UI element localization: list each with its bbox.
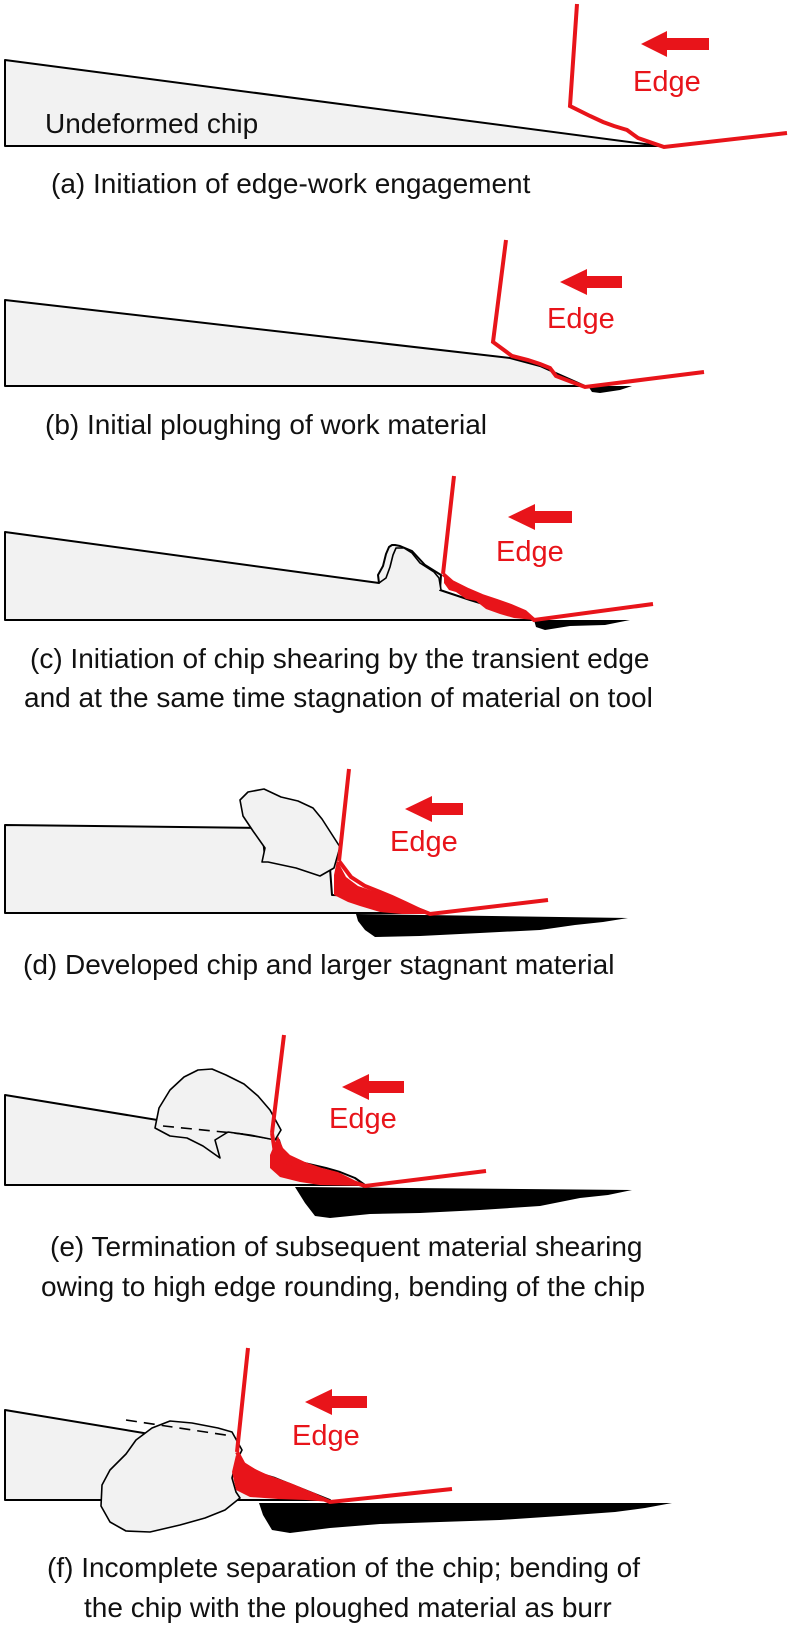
shear-line (162, 1125, 244, 1135)
burr (295, 1187, 632, 1218)
edge-label: Edge (633, 66, 701, 98)
caption-line: (e) Termination of subsequent material s… (50, 1231, 642, 1262)
left-arrow-head (560, 269, 587, 295)
direction-arrow (305, 1389, 367, 1415)
edge-label: Edge (329, 1103, 397, 1135)
direction-arrow (560, 269, 622, 295)
svg-text:(d) Developed chip and larger: (d) Developed chip and larger stagnant m… (23, 949, 614, 980)
caption-line: (a) Initiation of edge-work engagement (51, 168, 531, 199)
burr (588, 386, 632, 393)
caption-line: and at the same time stagnation of mater… (24, 682, 653, 713)
tool-edge (270, 1034, 487, 1189)
edge-label: Edge (496, 536, 564, 568)
left-arrow-head (305, 1389, 332, 1415)
left-arrow-icon (585, 276, 622, 288)
caption-line: the chip with the ploughed material as b… (84, 1592, 612, 1623)
direction-arrow (641, 31, 709, 57)
undeformed-chip-label: Undeformed chip (45, 108, 258, 139)
left-arrow-icon (367, 1081, 404, 1093)
caption-line: owing to high edge rounding, bending of … (41, 1271, 645, 1302)
caption-line: (f) Incomplete separation of the chip; b… (47, 1552, 640, 1583)
svg-text:(a) Initiation of edge-work en: (a) Initiation of edge-work engagement (51, 168, 531, 199)
workpiece (4, 59, 661, 147)
edge-label: Edge (390, 826, 458, 858)
edge-label: Edge (292, 1420, 360, 1452)
tool-edge (441, 475, 654, 623)
burr (259, 1503, 672, 1533)
left-arrow-icon (533, 511, 572, 523)
left-arrow-icon (330, 1396, 367, 1408)
left-arrow-head (641, 31, 667, 57)
panel-b: Edge (b) Initial ploughing of work mater… (4, 239, 705, 440)
panel-e: Edge (e) Termination of subsequent mater… (4, 1034, 650, 1302)
stagnant-material (270, 1136, 365, 1186)
tool-edge (567, 3, 788, 150)
stagnant-material (334, 860, 430, 914)
panel-d: Edge (d) Developed chip and larger stagn… (4, 768, 628, 980)
panel-c: Edge (c) Initiation of chip shearing by … (4, 475, 657, 713)
left-arrow-icon (430, 803, 463, 815)
svg-text:(e) Termination of subsequent: (e) Termination of subsequent material s… (41, 1231, 650, 1302)
left-arrow-head (508, 504, 535, 530)
panel-a: Undeformed chip Edge (a) Initiation of e… (4, 3, 788, 199)
workpiece (4, 531, 536, 621)
svg-text:(f) Incomplete separation of t: (f) Incomplete separation of the chip; b… (47, 1552, 648, 1623)
tool-edge (235, 1347, 453, 1505)
direction-arrow (405, 796, 463, 822)
caption-line: (c) Initiation of chip shearing by the t… (30, 643, 649, 674)
burr (356, 914, 628, 937)
chip (239, 788, 341, 877)
tool-edge (490, 239, 705, 390)
workpiece (4, 299, 586, 387)
edge-label: Edge (547, 303, 615, 335)
svg-text:(c) Initiation of chip shearin: (c) Initiation of chip shearing by the t… (24, 643, 657, 713)
chip (378, 547, 442, 591)
left-arrow-icon (665, 38, 709, 50)
caption-line: (b) Initial ploughing of work material (45, 409, 487, 440)
caption-line: (d) Developed chip and larger stagnant m… (23, 949, 614, 980)
left-arrow-head (342, 1074, 369, 1100)
left-arrow-head (405, 796, 432, 822)
direction-arrow (508, 504, 572, 530)
panel-f: Edge (f) Incomplete separation of the ch… (4, 1347, 672, 1623)
burr (534, 620, 630, 630)
svg-text:(b) Initial ploughing of work: (b) Initial ploughing of work material (45, 409, 487, 440)
chip (100, 1420, 243, 1533)
tool-edge (337, 768, 549, 917)
direction-arrow (342, 1074, 404, 1100)
